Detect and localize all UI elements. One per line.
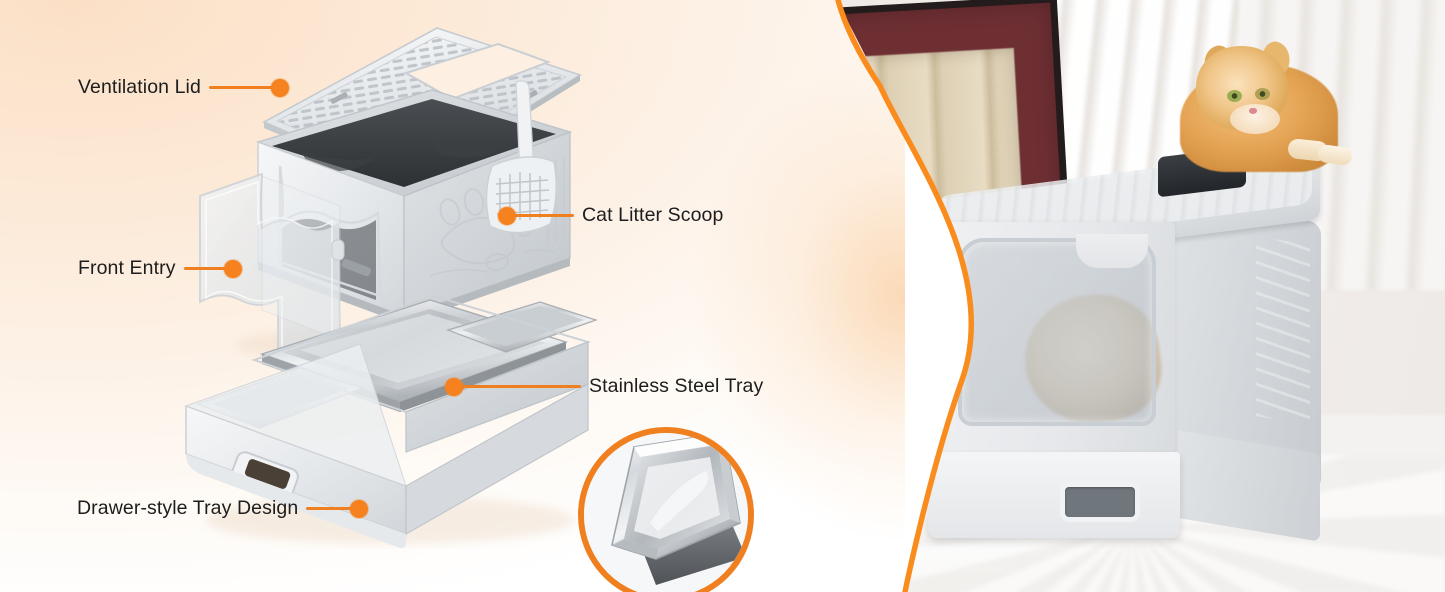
photo-litterbox-drawer-base <box>928 452 1180 538</box>
callout-drawer-style-tray-design: Drawer-style Tray Design <box>77 497 369 520</box>
callout-dot-front-entry <box>223 259 242 278</box>
callout-leader-line <box>461 385 581 388</box>
photo-cat-eye-left <box>1227 90 1242 102</box>
tray-closeup-illustration <box>584 433 748 592</box>
callout-stainless-steel-tray: Stainless Steel Tray <box>445 375 763 398</box>
callout-label-ventilation-lid: Ventilation Lid <box>78 76 201 98</box>
callout-dot-cat-litter-scoop <box>498 206 516 225</box>
callout-leader-line <box>306 507 353 510</box>
callout-label-front-entry: Front Entry <box>78 257 176 279</box>
callout-label-drawer-style-tray-design: Drawer-style Tray Design <box>77 497 299 519</box>
exploded-product-illustration <box>184 27 598 549</box>
callout-dot-stainless-steel-tray <box>445 377 463 396</box>
callout-leader-line <box>183 267 226 270</box>
photo-litterbox-transparent-door <box>958 238 1156 426</box>
photo-litterbox-side-embossing <box>1256 236 1310 425</box>
drawer-base-part <box>184 294 592 549</box>
callout-leader-line <box>208 86 273 89</box>
callout-ventilation-lid: Ventilation Lid <box>78 76 289 99</box>
callout-cat-litter-scoop: Cat Litter Scoop <box>498 204 723 227</box>
callout-label-stainless-steel-tray: Stainless Steel Tray <box>589 375 764 397</box>
photo-cat-nose <box>1249 108 1257 114</box>
photo-litterbox-drawer-handle <box>1060 482 1140 522</box>
callout-dot-ventilation-lid <box>270 78 289 97</box>
photo-litterbox-door-notch <box>1076 234 1148 268</box>
callout-dot-drawer-style-tray-design <box>350 499 369 518</box>
callout-leader-line <box>514 214 574 217</box>
callout-label-cat-litter-scoop: Cat Litter Scoop <box>582 204 724 226</box>
photo-cat-eye-right <box>1255 88 1270 100</box>
inset-stainless-steel-tray-closeup <box>578 427 754 592</box>
callout-front-entry: Front Entry <box>78 257 242 280</box>
